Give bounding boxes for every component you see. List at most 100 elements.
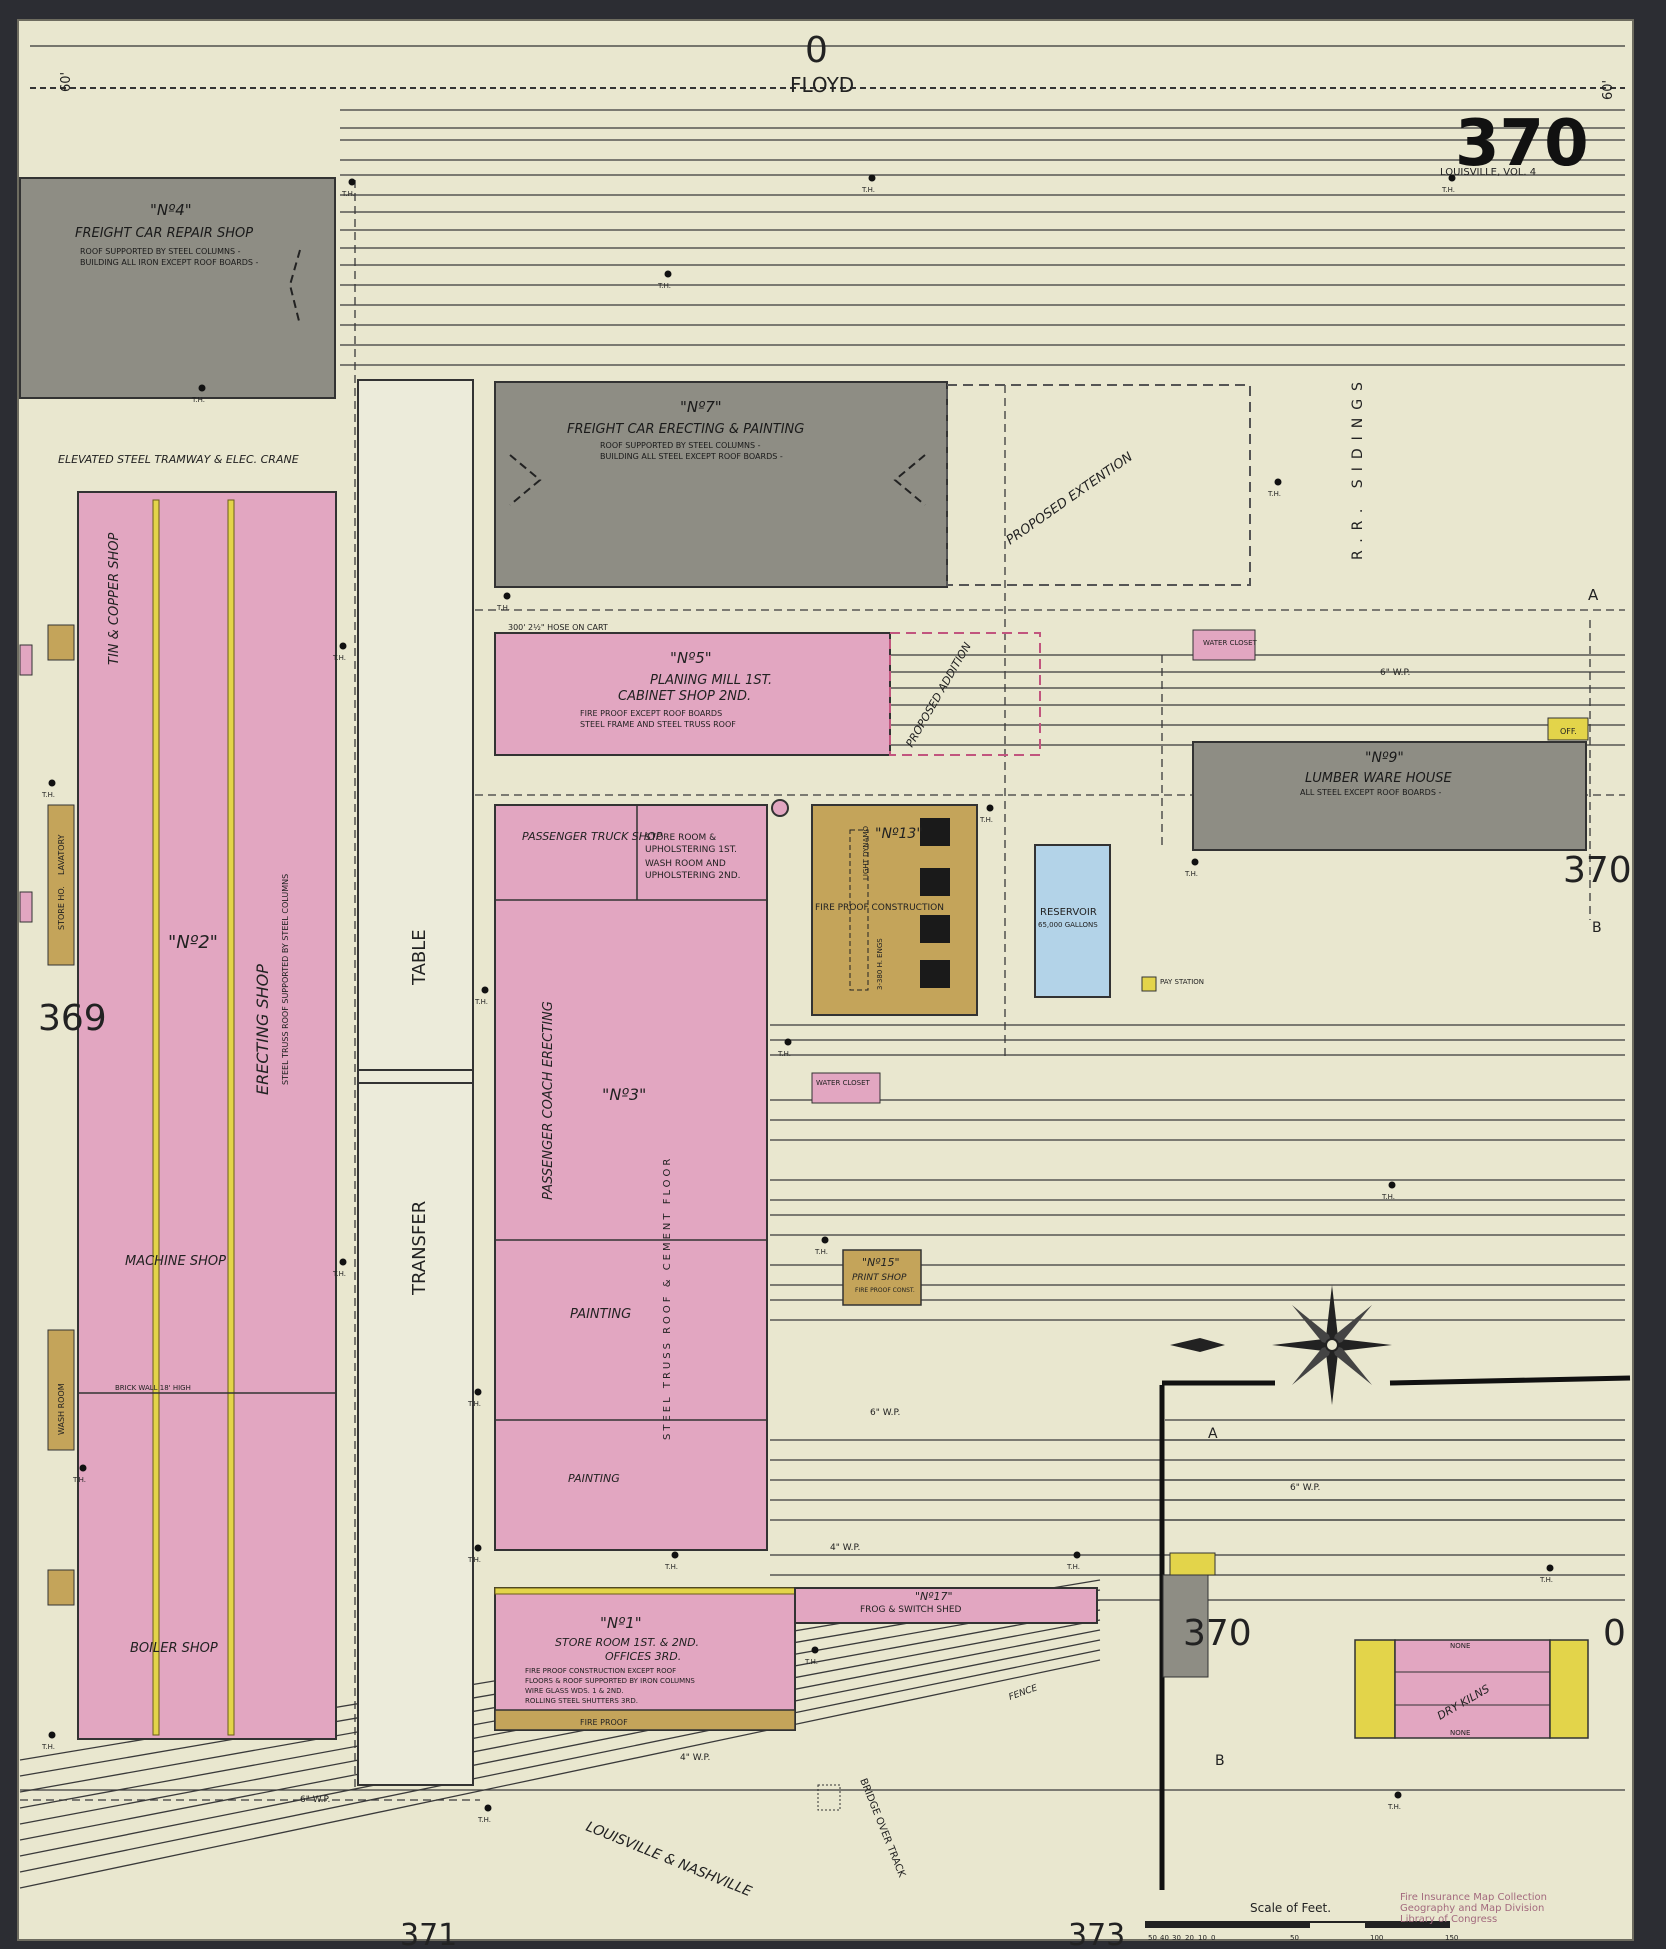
reservoir-capacity: 65,000 GALLONS [1038,921,1098,929]
page-number: 370 [1455,107,1589,181]
office-label: OFF. [1560,727,1577,736]
b1-name2: OFFICES 3RD. [605,1650,681,1663]
sheet-ref-370-lower: 370 [1183,1613,1252,1654]
bridge-hatch [817,1784,841,1811]
hydrant-label: T.H. [496,604,510,612]
hydrant-dot [484,1804,492,1812]
b5-note2: STEEL FRAME AND STEEL TRUSS ROOF [580,720,736,729]
b9-number: "Nº9" [1365,750,1404,766]
hydrant-label: T.H. [474,998,488,1006]
pay-station-label: PAY STATION [1160,978,1204,986]
kiln-none-top: NONE [1450,1642,1470,1650]
b5-number: "Nº5" [670,649,712,667]
proposed-extension-outline [946,384,1251,586]
transfer-label: TRANSFER [409,1201,430,1296]
hydrant-label: T.H. [1066,1563,1080,1571]
water-closet-mid-label: WATER CLOSET [816,1079,870,1087]
hydrant-label: T.H. [804,1658,818,1666]
hydrant-label: T.H. [1267,490,1281,498]
sheet-ref-371: 371 [400,1918,457,1949]
top-map-number: 0 [805,30,828,71]
annex-pink-2 [19,891,33,923]
b4-note1: ROOF SUPPORTED BY STEEL COLUMNS - [80,247,241,256]
b1-note2: FLOORS & ROOF SUPPORTED BY IRON COLUMNS [525,1677,695,1685]
dry-kilns: NONE NONE DRY KILNS [1354,1639,1589,1739]
b1-note1: FIRE PROOF CONSTRUCTION EXCEPT ROOF [525,1667,676,1675]
scale-tick-label: 150 [1445,1934,1458,1942]
hydrant-dot [1546,1564,1554,1572]
b3-store-room-4: UPHOLSTERING 2ND. [645,871,741,881]
b1-number: "Nº1" [600,1614,642,1632]
annex-wash-room [47,1329,75,1451]
scale-tick-label: 50 [1290,1934,1299,1942]
building-no1: "Nº1" STORE ROOM 1ST. & 2ND. OFFICES 3RD… [494,1587,796,1731]
sheet-ref-0-lower: 0 [1603,1613,1626,1654]
tramway-label: ELEVATED STEEL TRAMWAY & ELEC. CRANE [58,453,299,466]
hydrant-label: T.H. [332,654,346,662]
b3-truck-shop: PASSENGER TRUCK SHOP [522,830,663,843]
water-pipe-label: 6" W.P. [1380,668,1410,678]
credit-line-3: Library of Congress [1400,1914,1497,1925]
b15-name: PRINT SHOP [852,1273,907,1283]
hydrant-dot [821,1236,829,1244]
hydrant-dot [503,592,511,600]
hydrant-dot [79,1464,87,1472]
b3-painting-1: PAINTING [570,1307,631,1322]
b5-name2: CABINET SHOP 2ND. [618,689,751,704]
transfer-table: TABLE TRANSFER [357,379,474,1786]
hydrant-dot [198,384,206,392]
hydrant-label: T.H. [341,190,355,198]
hydrant-label: T.H. [1441,186,1455,194]
adjacent-sheet-369: 369 [38,998,107,1039]
annex-frame-house-2 [47,1569,75,1606]
b2-machine: MACHINE SHOP [125,1254,226,1269]
office-box [1547,717,1589,741]
building-no13: "Nº13" FIRE PROOF CONSTRUCTION LIGHT DYN… [811,804,978,1016]
hydrant-label: T.H. [777,1050,791,1058]
b13-number: "Nº13" [875,826,923,842]
reservoir-name: RESERVOIR [1040,907,1097,918]
credit-line-2: Geography and Map Division [1400,1903,1544,1914]
hydrant-label: T.H. [664,1563,678,1571]
proposed-addition-outline [889,632,1041,756]
hydrant-dot [481,986,489,994]
b2-erecting-note: STEEL TRUSS ROOF SUPPORTED BY STEEL COLU… [281,874,290,1085]
hydrant-dot [1191,858,1199,866]
b3-store-room-1: STORE ROOM & [645,833,716,843]
hydrant-dot [1274,478,1282,486]
hydrant-dot [1448,174,1456,182]
building-no5: "Nº5" PLANING MILL 1ST. CABINET SHOP 2ND… [494,623,891,756]
hydrant-dot [868,174,876,182]
hydrant-label: T.H. [657,282,671,290]
hydrant-label: T.H. [861,186,875,194]
b5-name1: PLANING MILL 1ST. [650,673,772,688]
north-arrow-icon [1170,1338,1225,1352]
section-mark-a-top: A [1588,586,1599,604]
hydrant-label: T.H. [814,1248,828,1256]
b7-number: "Nº7" [680,398,722,416]
b2-boiler: BOILER SHOP [130,1641,218,1656]
track-line [19,1649,1101,1873]
b2-erecting: ERECTING SHOP [253,964,272,1095]
b7-note1: ROOF SUPPORTED BY STEEL COLUMNS - [600,441,761,450]
hydrant-label: T.H. [1381,1193,1395,1201]
b9-name: LUMBER WARE HOUSE [1305,771,1453,786]
track-line [19,1629,1101,1841]
building-no9: "Nº9" LUMBER WARE HOUSE ALL STEEL EXCEPT… [1192,741,1587,851]
scale-tick-label: 40 [1160,1934,1169,1942]
hydrant-label: T.H. [1539,1576,1553,1584]
b7-name: FREIGHT CAR ERECTING & PAINTING [567,422,804,437]
street-width-left: 60' [59,72,74,92]
water-pipe-label: 4" W.P. [830,1543,860,1553]
section-mark-b-top: B [1592,920,1602,936]
b4-note2: BUILDING ALL IRON EXCEPT ROOF BOARDS - [80,258,259,267]
b2-brick-wall: BRICK WALL 18' HIGH [115,1384,191,1392]
b3-number: "Nº3" [602,1085,646,1104]
hydrant-label: T.H. [979,816,993,824]
b3-truss: STEEL TRUSS ROOF & CEMENT FLOOR [662,1156,673,1440]
adjacent-sheet-370-east: 370 [1563,850,1632,891]
hydrant-label: T.H. [1387,1803,1401,1811]
hydrant-dot [811,1646,819,1654]
b15-note: FIRE PROOF CONST. [855,1287,915,1294]
